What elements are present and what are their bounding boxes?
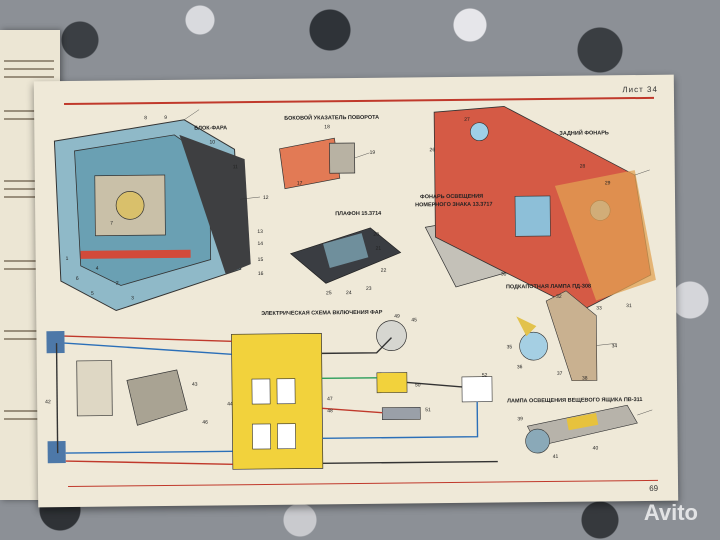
callout-number: 22: [380, 267, 387, 274]
callout-number: 49: [394, 313, 400, 320]
callout-number: 39: [517, 416, 523, 423]
callout-number: 42: [45, 399, 51, 406]
callout-number: 32: [556, 293, 562, 300]
callout-number: 15: [257, 256, 264, 264]
caption-headlight: БЛОК-ФАРА: [194, 125, 228, 132]
headlight-illustration: [53, 119, 251, 312]
callout-number: 14: [257, 240, 264, 248]
callout-number: 35: [506, 344, 513, 351]
callout-number: 36: [516, 364, 523, 371]
callout-number: 4: [95, 265, 99, 272]
callout-number: 26: [429, 147, 436, 154]
callout-number: 13: [257, 228, 263, 236]
callout-number: 9: [164, 114, 167, 121]
callout-number: 21: [375, 245, 382, 252]
callout-number: 5: [90, 290, 94, 297]
callout-number: 8: [144, 115, 147, 122]
caption-plate-light-2: НОМЕРНОГО ЗНАКА 13.3717: [415, 201, 493, 209]
caption-ceiling-lamp: ПЛАФОН 15.3714: [335, 210, 382, 218]
callout-number: 27: [464, 116, 470, 123]
callout-number: 30: [500, 271, 507, 278]
wiring-circuit: [46, 320, 498, 470]
callout-number: 25: [325, 290, 332, 297]
callout-number: 38: [581, 375, 588, 382]
callout-number: 48: [327, 408, 333, 415]
side-turn-illustration: [279, 137, 356, 190]
callout-number: 1: [65, 256, 69, 263]
avito-watermark: Avito: [643, 500, 698, 525]
callout-number: 16: [257, 270, 264, 278]
callout-number: 23: [365, 285, 372, 292]
diagram-page: Лист 34: [33, 74, 679, 508]
caption-hood-lamp: ПОДКАПОТНАЯ ЛАМПА ПД-308: [505, 283, 592, 291]
callout-number: 47: [327, 396, 333, 403]
callout-number: 52: [481, 372, 488, 379]
caption-side-turn: БОКОВОЙ УКАЗАТЕЛЬ ПОВОРОТА: [284, 114, 380, 122]
caption-circuit: ЭЛЕКТРИЧЕСКАЯ СХЕМА ВКЛЮЧЕНИЯ ФАР: [261, 309, 383, 317]
callout-number: 37: [556, 370, 563, 377]
callout-number: 46: [202, 419, 208, 426]
callout-number: 44: [227, 401, 233, 408]
callout-number: 33: [596, 305, 602, 312]
callout-number: 45: [411, 317, 417, 324]
callout-number: 50: [414, 382, 421, 389]
rear-light-illustration: [433, 106, 656, 312]
callout-number: 31: [626, 303, 632, 310]
callout-number: 40: [592, 445, 599, 452]
callout-number: 18: [324, 124, 330, 131]
callout-number: 3: [131, 295, 134, 302]
callout-number: 28: [579, 163, 586, 170]
illustrations: [46, 106, 656, 470]
callout-number: 43: [191, 381, 198, 388]
callout-number: 29: [604, 180, 611, 187]
callout-number: 24: [345, 290, 352, 297]
ceiling-lamp-illustration: [289, 227, 402, 284]
caption-plate-light-1: ФОНАРЬ ОСВЕЩЕНИЯ: [419, 193, 484, 201]
hood-lamp-illustration: [516, 290, 598, 382]
callout-number: 41: [552, 453, 559, 460]
callout-number: 19: [369, 149, 376, 156]
callout-number: 20: [373, 231, 380, 238]
callout-number: 11: [232, 164, 238, 171]
callout-number: 7: [110, 220, 114, 227]
callout-number: 51: [425, 407, 431, 414]
callout-number: 34: [611, 343, 618, 350]
glovebox-lamp-illustration: [525, 404, 638, 454]
callout-number: 10: [209, 139, 216, 146]
callout-number: 2: [115, 280, 119, 287]
caption-rear-light: ЗАДНИЙ ФОНАРЬ: [559, 130, 609, 137]
callout-number: 6: [75, 275, 79, 282]
callout-number: 12: [262, 194, 269, 201]
callout-number: 17: [296, 180, 303, 187]
page-number: 69: [649, 483, 659, 493]
